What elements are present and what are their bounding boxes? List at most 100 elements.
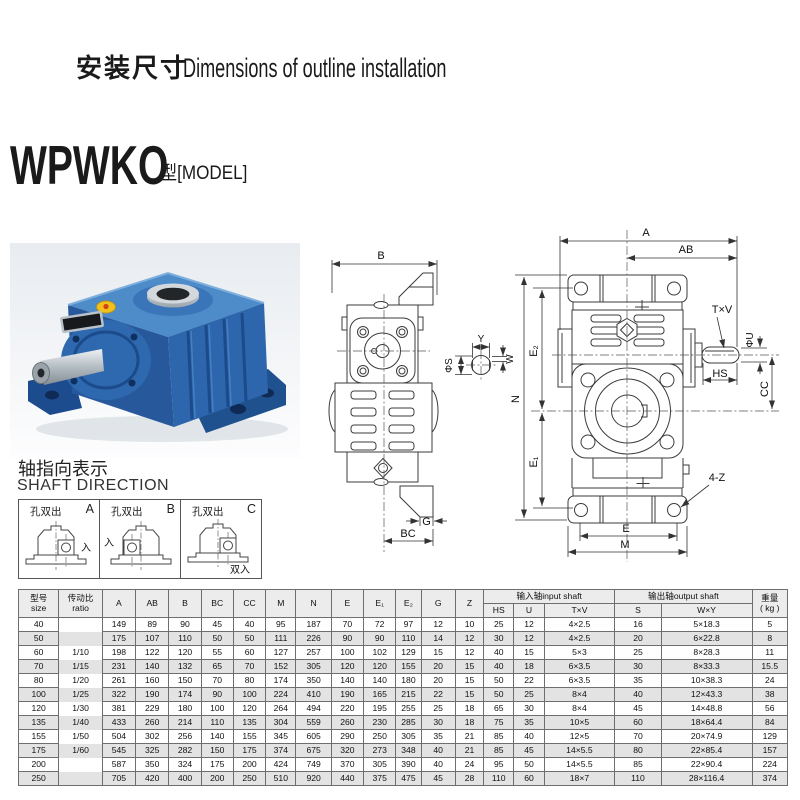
cell-value: 56 [751, 701, 788, 716]
cell-value: 374 [751, 771, 788, 786]
cell-value: 15 [454, 687, 485, 702]
cell-value: 18×7 [543, 771, 616, 786]
dim-label-a: A [642, 227, 650, 239]
cell-value: 174 [265, 673, 297, 688]
cell-value: 559 [295, 715, 332, 730]
cell-value: 40 [614, 687, 662, 702]
cell-value: 70 [200, 673, 234, 688]
cell-value: 38 [751, 687, 788, 702]
cell-value: 110 [168, 631, 202, 646]
col-header-wxy: W×Y [660, 603, 753, 618]
cell-value: 120 [330, 659, 365, 674]
cell-value: 100 [232, 687, 267, 702]
dim-label-w: W [505, 354, 516, 364]
cell-value: 84 [751, 715, 788, 730]
cell-value: 4×2.5 [543, 631, 616, 646]
cell-size: 135 [17, 715, 60, 730]
cell-value: 140 [200, 729, 234, 744]
cell-value: 322 [101, 687, 137, 702]
cell-value: 60 [232, 645, 267, 660]
shaft-direction-panel-b: 孔双出 B 入 [99, 499, 181, 579]
cell-value: 420 [135, 771, 170, 786]
cell-value: 24 [454, 757, 485, 772]
cell-value: 72 [363, 617, 397, 632]
cell-value: 305 [295, 659, 332, 674]
cell-size: 175 [17, 743, 60, 758]
cell-value: 35 [420, 729, 456, 744]
shaft-direction-panel-a: 孔双出 A 入 [18, 499, 100, 579]
dim-label-m: M [620, 539, 629, 551]
cell-value: 15 [420, 645, 456, 660]
cell-value: 30 [483, 631, 515, 646]
cell-value: 15 [454, 659, 485, 674]
cell-value: 150 [168, 673, 202, 688]
cell-value: 40 [420, 743, 456, 758]
cell-value: 12 [420, 617, 456, 632]
cell-value: 85 [483, 743, 515, 758]
input-shaft [40, 349, 104, 385]
cell-value: 21 [454, 743, 485, 758]
cell-value: 120 [363, 659, 397, 674]
cell-value: 21 [454, 729, 485, 744]
cell-value: 90 [200, 687, 234, 702]
cell-value: 180 [168, 701, 202, 716]
cell-value: 90 [363, 631, 397, 646]
dim-label-cc: CC [759, 381, 771, 397]
cell-value: 1/25 [58, 687, 103, 702]
cell-value: 440 [330, 771, 365, 786]
cell-value: 40 [483, 659, 515, 674]
cell-value: 14×48.8 [660, 701, 753, 716]
col-header-hs: HS [483, 603, 515, 618]
cell-value: 5×18.3 [660, 617, 753, 632]
cell-value: 370 [330, 757, 365, 772]
cell-size: 40 [17, 617, 60, 632]
cell-value: 305 [395, 729, 422, 744]
cell-value: 25 [420, 701, 456, 716]
cell-value: 214 [168, 715, 202, 730]
cell-value: 30 [420, 715, 456, 730]
cell-value: 20 [420, 659, 456, 674]
cell-value: 350 [135, 757, 170, 772]
panel-letter: C [246, 502, 256, 516]
col-header-dim: CC [232, 589, 267, 618]
cell-value: 20 [614, 631, 662, 646]
gearbox-icon: 入 [25, 521, 91, 570]
cell-value: 375 [363, 771, 397, 786]
shaft-direction-title-zh: 轴指向表示 [18, 459, 108, 479]
cell-value: 325 [135, 743, 170, 758]
cell-value: 15 [513, 645, 545, 660]
cell-value: 255 [395, 701, 422, 716]
cell-size: 250 [17, 771, 60, 786]
cell-value: 200 [200, 771, 234, 786]
cell-value: 120 [168, 645, 202, 660]
cell-value: 1/60 [58, 743, 103, 758]
cell-value: 165 [363, 687, 397, 702]
cell-value: 35 [513, 715, 545, 730]
cell-value: 224 [751, 757, 788, 772]
cell-value: 129 [751, 729, 788, 744]
cell-value: 187 [295, 617, 332, 632]
cell-value: 22×90.4 [660, 757, 753, 772]
cell-value: 110 [483, 771, 515, 786]
cell-value: 95 [483, 757, 515, 772]
cell-value: 494 [295, 701, 332, 716]
cell-value: 324 [168, 757, 202, 772]
cell-value: 111 [265, 631, 297, 646]
cell-value: 45 [614, 701, 662, 716]
cell-value: 261 [101, 673, 137, 688]
cell-value: 229 [135, 701, 170, 716]
cell-value: 10×5 [543, 715, 616, 730]
cell-value: 135 [232, 715, 267, 730]
col-group-output-shaft: 输出轴output shaft [614, 589, 753, 604]
cell-value: 95 [265, 617, 297, 632]
cell-value: 12×43.3 [660, 687, 753, 702]
cell-value: 350 [295, 673, 332, 688]
cell-value: 35 [614, 673, 662, 688]
cell-value: 40 [513, 729, 545, 744]
